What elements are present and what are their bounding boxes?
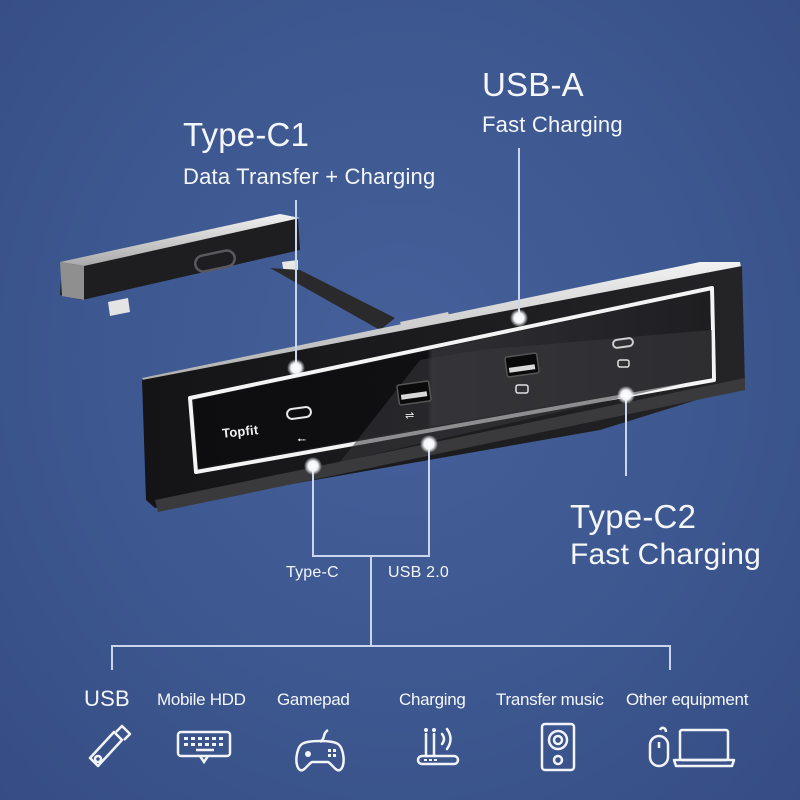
app-label-mobile-hdd: Mobile HDD bbox=[157, 690, 246, 709]
app-label-transfer-music: Transfer music bbox=[496, 690, 604, 709]
type-c2-subtitle: Fast Charging bbox=[570, 538, 762, 571]
router-wireless-icon bbox=[416, 727, 460, 766]
app-label-other-equipment: Other equipment bbox=[626, 690, 749, 709]
app-label-gamepad: Gamepad bbox=[277, 690, 350, 709]
charging-symbol-icon bbox=[515, 384, 529, 394]
usb-symbol-icon: ⭪ bbox=[297, 433, 306, 447]
type-c1-port bbox=[286, 406, 312, 420]
mouse-laptop-icon bbox=[648, 726, 736, 768]
usb-a-subtitle: Fast Charging bbox=[482, 112, 623, 137]
type-c2-title: Type-C2 bbox=[570, 498, 697, 535]
keyboard-icon bbox=[176, 730, 232, 765]
hub-body bbox=[142, 262, 745, 512]
auxiliary-connector bbox=[60, 214, 395, 330]
charging-symbol-icon bbox=[617, 359, 630, 368]
usb-flash-drive-icon bbox=[88, 724, 132, 768]
app-label-usb: USB bbox=[84, 686, 130, 711]
ports: ⭪ ⇌ bbox=[286, 337, 634, 447]
gamepad-icon bbox=[295, 728, 345, 772]
callout-dots bbox=[287, 309, 635, 475]
usb-symbol-icon: ⇌ bbox=[405, 409, 414, 422]
usb-a-title: USB-A bbox=[482, 66, 584, 103]
usb-2-label: USB 2.0 bbox=[388, 564, 449, 581]
callout-lines bbox=[111, 148, 671, 670]
speaker-icon bbox=[540, 722, 576, 772]
type-c1-subtitle: Data Transfer + Charging bbox=[183, 164, 436, 189]
type-c1-title: Type-C1 bbox=[183, 116, 310, 153]
app-label-charging: Charging bbox=[399, 690, 466, 709]
type-c-label: Type-C bbox=[286, 564, 339, 581]
type-c2-port bbox=[612, 337, 634, 349]
